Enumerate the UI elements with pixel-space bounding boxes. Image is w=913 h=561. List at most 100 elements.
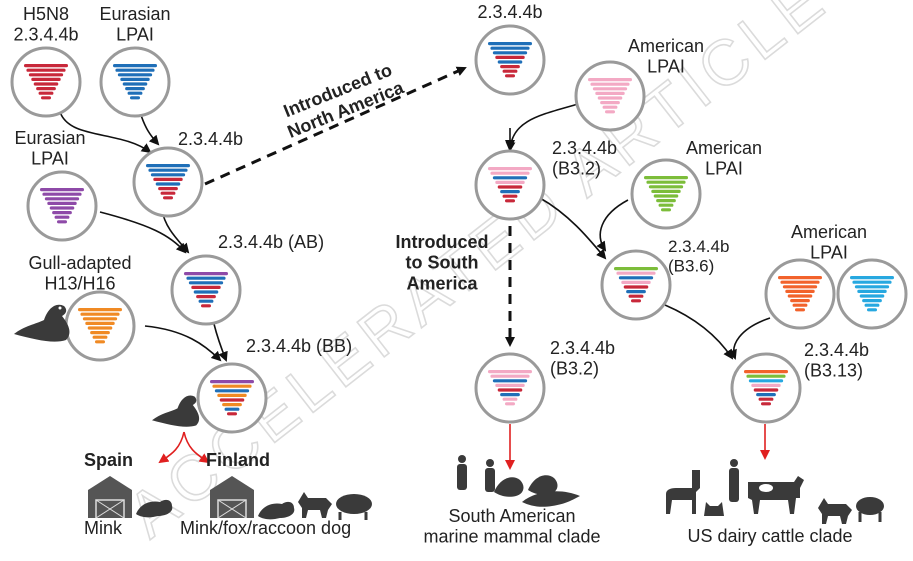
segment-bar: [867, 308, 877, 312]
connectors: [59, 103, 771, 362]
mink-icon: [136, 499, 173, 518]
segment-bar: [646, 180, 686, 184]
node-circle: [600, 249, 672, 321]
node-h5n8: [10, 46, 82, 118]
segment-bar: [49, 206, 75, 210]
segment-bar: [115, 68, 155, 72]
node-circle: [730, 352, 802, 424]
segment-bar: [795, 308, 805, 312]
segment-bar: [92, 335, 108, 339]
segment-bar: [852, 280, 892, 284]
segment-bar: [790, 299, 810, 303]
arrow-ab-to-bb: [213, 323, 228, 362]
arrow-amer2-to-b36: [596, 199, 629, 252]
segment-bar: [52, 211, 72, 215]
segment-bar: [590, 82, 630, 86]
segment-bar: [490, 374, 530, 378]
segment-bar: [224, 407, 240, 411]
segment-bar: [117, 73, 153, 77]
segment-bar: [212, 384, 252, 388]
segment-bar: [40, 188, 84, 192]
segment-bar: [120, 77, 150, 81]
cow-icon: [748, 476, 804, 514]
dashed-arrow-to-north-america: [204, 66, 467, 186]
segment-bar: [38, 91, 54, 95]
segment-bar: [78, 308, 122, 312]
segment-bar: [756, 393, 776, 397]
segment-bar: [744, 370, 788, 374]
segment-bar: [90, 331, 110, 335]
segment-bar: [488, 370, 532, 374]
person-icon: [485, 459, 495, 492]
dolphin-icon: [522, 491, 580, 507]
segment-bar: [488, 42, 532, 46]
node-circle: [474, 24, 546, 96]
label-2344b-bb: 2.3.4.4b (BB): [246, 336, 352, 356]
segment-bar: [785, 289, 815, 293]
segment-bar: [602, 105, 618, 109]
segment-bar: [605, 110, 615, 114]
gull-icon: [14, 304, 70, 342]
label-2344b: 2.3.4.4b: [178, 129, 243, 149]
segment-bar: [219, 398, 245, 402]
raccoon-icon: [856, 497, 884, 522]
label-us-clade: US dairy cattle clade: [687, 526, 852, 546]
segment-bar: [492, 51, 528, 55]
segment-bar: [500, 190, 520, 194]
segment-bar: [47, 201, 77, 205]
segment-bar: [497, 388, 523, 392]
segment-bar: [748, 379, 784, 383]
label-2344b-ab: 2.3.4.4b (AB): [218, 232, 324, 252]
segment-bar: [644, 176, 688, 180]
llama-icon: [666, 470, 700, 514]
sea-lion-icon: [494, 477, 524, 497]
segment-bar: [196, 295, 216, 299]
segment-bar: [87, 326, 113, 330]
segment-bar: [222, 403, 242, 407]
segment-bar: [753, 388, 779, 392]
segment-bar: [214, 389, 250, 393]
node-eurasian1: [99, 46, 171, 118]
segment-bar: [31, 77, 61, 81]
segment-bar: [656, 199, 676, 203]
node-circle: [64, 290, 136, 362]
spill-arrow-spain: [158, 431, 185, 464]
segment-bar: [201, 304, 211, 308]
node-b313: [730, 352, 802, 424]
segment-bar: [186, 276, 226, 280]
segment-bar: [653, 194, 679, 198]
segment-bar: [24, 64, 68, 68]
segment-bar: [859, 294, 885, 298]
segment-bar: [148, 168, 188, 172]
segment-bar: [502, 194, 518, 198]
segment-bar: [125, 87, 145, 91]
label-b32: 2.3.4.4b(B3.2): [552, 138, 617, 179]
node-amer3a: [764, 258, 836, 330]
segment-bar: [191, 285, 221, 289]
segment-bar: [588, 78, 632, 82]
node-na-top: [474, 24, 546, 96]
segment-bar: [782, 285, 818, 289]
segment-bar: [600, 101, 620, 105]
segment-bar: [780, 280, 820, 284]
node-eurasian2: [26, 170, 98, 242]
segment-bar: [631, 299, 641, 303]
segment-bar: [597, 96, 623, 100]
segment-bar: [857, 289, 887, 293]
segment-bar: [54, 215, 70, 219]
segment-bar: [505, 74, 515, 78]
segment-bar: [500, 65, 520, 69]
arrow-b32-to-b36: [539, 197, 607, 260]
node-circle: [630, 158, 702, 230]
segment-bar: [787, 294, 813, 298]
segment-bar: [614, 267, 658, 271]
segment-bar: [95, 340, 105, 344]
barn-icon: [88, 476, 132, 519]
label-b32-sa: 2.3.4.4b(B3.2): [550, 338, 615, 379]
dashed-transitions: [204, 66, 515, 347]
segment-bar: [497, 185, 523, 189]
